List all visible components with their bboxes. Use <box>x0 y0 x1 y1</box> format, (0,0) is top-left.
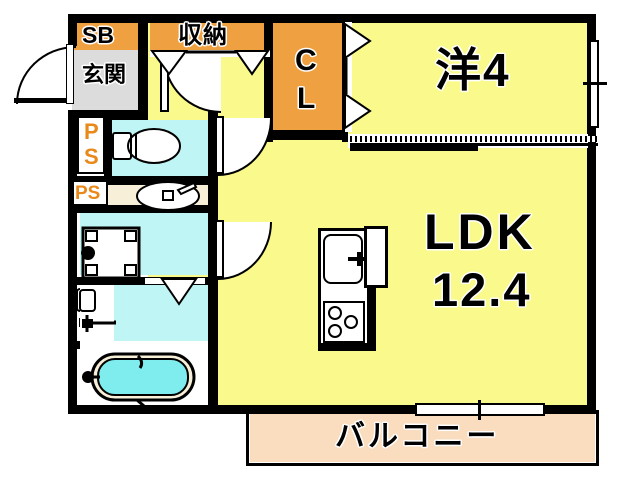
wall-corridor-right-upper <box>264 130 348 140</box>
room-balcony-fill <box>250 414 595 462</box>
ldk-partition-hatch[interactable] <box>350 136 598 142</box>
balcony-window-mullion <box>478 400 481 420</box>
washing-machine-pan <box>81 226 141 280</box>
ldk-label: LDK <box>424 204 536 260</box>
room-western-fill <box>345 22 592 140</box>
kitchen-wall-shadow <box>368 286 376 348</box>
kitchen-sink <box>323 234 367 284</box>
wall-right <box>587 14 596 414</box>
shoe-box-sb <box>72 22 138 50</box>
shoe-box-label: SB <box>82 22 114 48</box>
balcony-label: バルコニー <box>335 420 500 453</box>
partition-panel-line <box>350 146 478 151</box>
washroom-faucet-2 <box>79 289 116 332</box>
closet-cl <box>272 22 342 140</box>
window-mullion-east <box>583 82 607 85</box>
wall-washroom-top <box>68 205 218 213</box>
pipe-space-horizontal-box <box>72 180 108 206</box>
room-ldk-fill <box>212 140 592 412</box>
wall-bath-top <box>68 277 218 285</box>
entrance-label: 玄関 <box>82 62 127 87</box>
wall-left <box>68 110 77 414</box>
partition-rail <box>350 143 598 146</box>
bathtub-fixture <box>82 352 196 406</box>
wall-corridor-bottom <box>148 405 218 414</box>
wall-genkan-left <box>68 14 77 46</box>
pipe-space-label-p: P <box>84 119 99 144</box>
bath-door[interactable] <box>160 278 200 306</box>
gas-stove-3-burner <box>323 301 365 343</box>
pipe-space-label-h: PS <box>75 183 101 204</box>
entrance-door-jamb <box>66 44 74 104</box>
toilet-fixture <box>112 128 181 164</box>
washroom-door-leaf[interactable] <box>215 220 224 278</box>
entrance-door-leaf[interactable] <box>14 98 74 103</box>
toilet-door-leaf[interactable] <box>215 116 224 174</box>
storage-folding-door[interactable] <box>150 50 270 76</box>
room-genkan-fill <box>72 44 138 112</box>
wall-bottom-left <box>68 405 218 414</box>
kitchen-base-shadow <box>318 344 376 351</box>
wall-genkan-right <box>138 14 148 112</box>
wall-top <box>68 14 596 23</box>
closet-label-c: C <box>295 44 317 77</box>
storage-shuno <box>150 22 270 50</box>
wall-ps-right <box>104 114 112 176</box>
closet-folding-door[interactable] <box>344 22 374 134</box>
wall-toilet-bottom <box>68 176 218 185</box>
bath-threshold <box>80 341 208 349</box>
wall-bottom-ldk <box>212 405 596 414</box>
wall-cl-left <box>264 14 273 142</box>
wall-wet-corridor <box>208 110 218 412</box>
cl-door-track <box>345 22 352 132</box>
wash-basin-fixture <box>136 181 200 211</box>
closet-label-l: L <box>297 82 316 115</box>
ldk-size-label: 12.4 <box>432 263 532 316</box>
pipe-space-label-s: S <box>84 144 99 169</box>
western-room-label: 洋4 <box>435 44 511 96</box>
storage-label: 収納 <box>178 22 228 49</box>
pipe-space-vertical-box <box>77 116 105 174</box>
